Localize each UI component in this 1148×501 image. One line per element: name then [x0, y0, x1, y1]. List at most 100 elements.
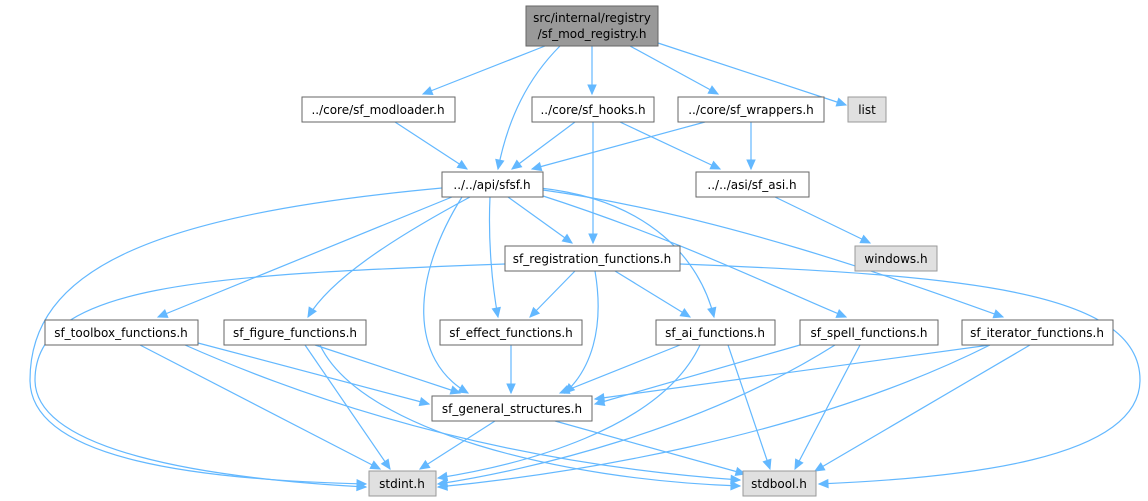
edge-spell-to-stdbool-arrowhead: [794, 458, 804, 471]
edge-root-to-hooks-arrowhead: [587, 84, 597, 96]
edge-wrappers-to-asi: [746, 122, 756, 171]
node-windows-label: windows.h: [864, 252, 927, 266]
edge-registration-to-stdbool-line: [679, 263, 1141, 485]
edge-registration-to-ai-arrowhead: [679, 307, 692, 318]
edge-effect-to-general-arrowhead: [506, 383, 516, 395]
edge-iterator-to-general: [593, 344, 991, 403]
edge-asi-to-windows: [774, 196, 872, 244]
edge-general-to-stdint: [418, 420, 496, 470]
edge-root-to-modloader-arrowhead: [421, 86, 434, 95]
node-list[interactable]: list: [847, 96, 887, 123]
node-stdint-label: stdint.h: [379, 477, 425, 491]
edge-iterator-to-general-line: [594, 344, 991, 400]
edge-hooks-to-registration: [588, 122, 598, 245]
edge-sfsf-to-registration-line: [507, 196, 573, 244]
edge-root-to-wrappers-line: [629, 45, 719, 95]
edge-modloader-to-sfsf-arrowhead: [456, 159, 469, 170]
edge-root-to-wrappers: [629, 45, 720, 95]
node-sf-ai-functions[interactable]: sf_ai_functions.h: [655, 319, 776, 346]
node-sf-ai-functions-label: sf_ai_functions.h: [665, 326, 765, 340]
node-sf-hooks[interactable]: ../core/sf_hooks.h: [531, 96, 655, 123]
node-sf-toolbox-functions[interactable]: sf_toolbox_functions.h: [44, 319, 199, 346]
edge-registration-to-effect-line: [529, 270, 576, 318]
edge-registration-to-effect-arrowhead: [529, 306, 541, 318]
node-sf-mod-registry-line2: /sf_mod_registry.h: [538, 27, 647, 41]
node-sf-toolbox-functions-label: sf_toolbox_functions.h: [54, 326, 188, 340]
node-sf-general-structures[interactable]: sf_general_structures.h: [431, 395, 593, 422]
edge-sfsf-to-toolbox: [156, 196, 453, 318]
node-list-label: list: [858, 103, 876, 117]
node-sf-wrappers[interactable]: ../core/sf_wrappers.h: [677, 96, 825, 123]
node-sfsf[interactable]: ../../api/sfsf.h: [441, 171, 544, 198]
edge-root-to-sfsf-arrowhead: [495, 158, 505, 171]
node-sf-iterator-functions[interactable]: sf_iterator_functions.h: [961, 319, 1114, 346]
edge-registration-to-stdint-arrowhead: [356, 481, 368, 492]
edge-sfsf-to-effect-arrowhead: [491, 306, 501, 319]
edge-sfsf-to-effect: [488, 196, 501, 319]
edge-sfsf-to-spell: [539, 194, 848, 318]
node-sf-effect-functions[interactable]: sf_effect_functions.h: [439, 319, 583, 346]
node-windows[interactable]: windows.h: [854, 245, 938, 272]
edge-root-to-modloader: [421, 45, 546, 95]
edge-figure-to-stdint-line: [304, 344, 391, 470]
edge-toolbox-to-stdint: [139, 344, 382, 470]
node-sf-mod-registry[interactable]: src/internal/registry /sf_mod_registry.h: [525, 5, 659, 47]
node-sf-spell-functions[interactable]: sf_spell_functions.h: [799, 319, 939, 346]
edge-sfsf-to-spell-line: [539, 194, 847, 318]
node-sf-registration-functions-label: sf_registration_functions.h: [513, 252, 671, 266]
edge-sfsf-to-general-arrowhead: [457, 384, 470, 394]
node-sf-registration-functions[interactable]: sf_registration_functions.h: [504, 245, 681, 272]
edge-ai-to-stdbool-arrowhead: [762, 458, 772, 471]
edge-ai-to-general: [558, 344, 681, 394]
edge-toolbox-to-general-line: [197, 342, 430, 405]
edge-sfsf-to-registration: [507, 196, 573, 244]
edge-sfsf-to-stdint-line: [29, 187, 443, 485]
node-sf-mod-registry-line1: src/internal/registry: [533, 11, 651, 25]
edge-root-to-list-arrowhead: [835, 97, 848, 107]
edge-ai-to-general-line: [559, 344, 681, 394]
node-stdbool[interactable]: stdbool.h: [742, 470, 817, 497]
edge-registration-to-ai-line: [614, 270, 691, 318]
edge-sfsf-to-figure-line: [307, 196, 471, 318]
edge-registration-to-stdbool-arrowhead: [817, 478, 829, 489]
edge-figure-to-general-arrowhead: [449, 385, 462, 395]
edge-root-to-sfsf: [495, 45, 561, 171]
edge-modloader-to-sfsf: [394, 121, 469, 170]
edge-wrappers-to-sfsf-line: [531, 121, 706, 170]
node-stdint[interactable]: stdint.h: [368, 470, 437, 497]
edge-iterator-to-stdbool: [813, 344, 1031, 472]
edge-root-to-sfsf-line: [497, 45, 561, 170]
edge-toolbox-to-general-arrowhead: [418, 396, 431, 407]
edge-ai-to-stdint: [436, 344, 701, 482]
node-sf-figure-functions[interactable]: sf_figure_functions.h: [223, 319, 367, 346]
node-sf-general-structures-label: sf_general_structures.h: [442, 402, 582, 416]
edge-root-to-wrappers-arrowhead: [707, 85, 720, 95]
edge-sfsf-to-figure-arrowhead: [307, 306, 317, 319]
node-sf-modloader[interactable]: ../core/sf_modloader.h: [301, 96, 456, 123]
edge-spell-to-stdint-line: [437, 344, 836, 485]
edge-iterator-to-stdint-line: [437, 344, 991, 488]
edge-effect-to-general: [506, 345, 516, 395]
edge-sfsf-to-spell-arrowhead: [835, 308, 848, 318]
edge-modloader-to-sfsf-line: [394, 121, 468, 170]
edge-toolbox-to-stdbool: [184, 344, 742, 485]
edge-root-to-list: [657, 42, 848, 107]
edge-iterator-to-general-arrowhead: [593, 392, 606, 403]
edge-toolbox-to-stdbool-arrowhead: [730, 474, 742, 485]
edge-hooks-to-sfsf-line: [511, 121, 576, 170]
edge-sfsf-to-iterator-line: [542, 189, 1004, 318]
edge-registration-to-stdbool: [679, 263, 1141, 489]
node-sf-asi[interactable]: ../../asi/sf_asi.h: [695, 171, 810, 198]
edge-registration-to-stdint-line: [34, 263, 506, 488]
edge-hooks-to-registration-arrowhead: [588, 233, 598, 245]
edge-wrappers-to-sfsf: [530, 121, 706, 172]
edge-iterator-to-stdint: [436, 344, 991, 491]
edge-iterator-to-stdint-arrowhead: [436, 481, 448, 491]
edge-sfsf-to-toolbox-line: [157, 196, 453, 318]
edge-sfsf-to-iterator-arrowhead: [992, 309, 1005, 319]
edge-iterator-to-stdbool-arrowhead: [813, 462, 826, 472]
node-sf-iterator-functions-label: sf_iterator_functions.h: [970, 326, 1104, 340]
edge-figure-to-stdbool-arrowhead: [730, 480, 742, 491]
node-sf-effect-functions-label: sf_effect_functions.h: [449, 326, 573, 340]
